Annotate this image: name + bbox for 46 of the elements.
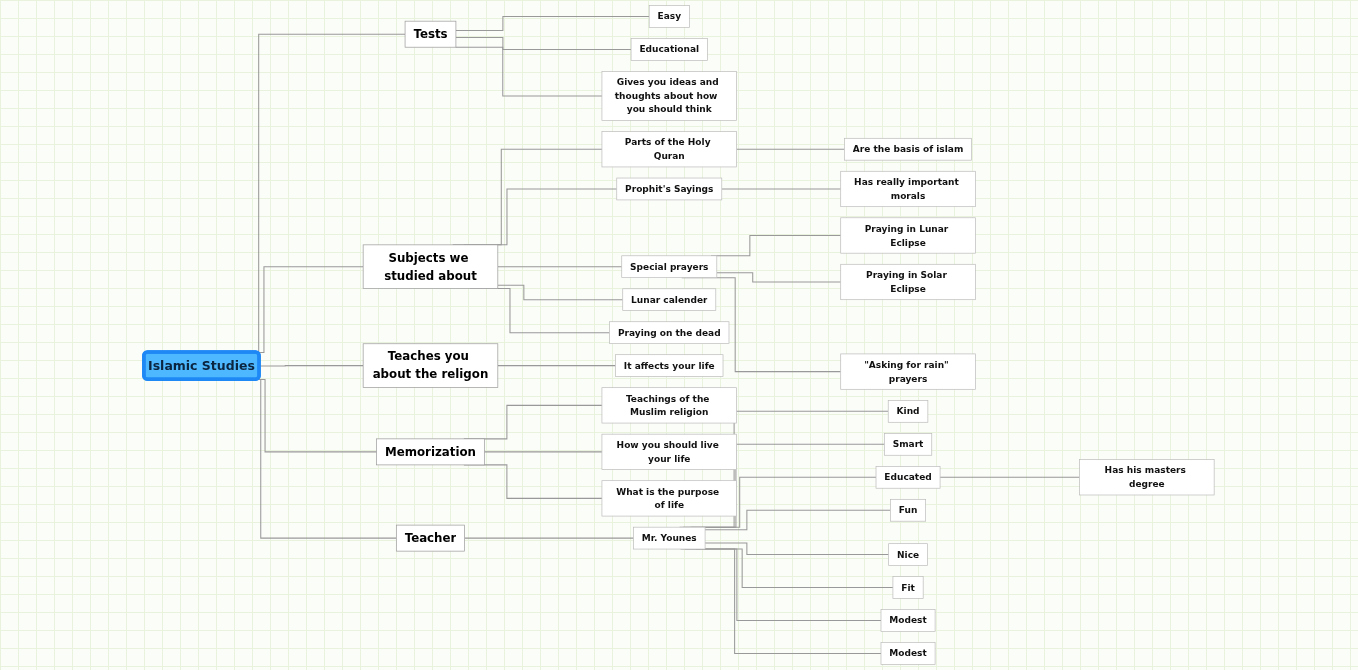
connector bbox=[939, 476, 1080, 478]
node-box: Praying on the dead bbox=[609, 321, 730, 344]
node-box: Gives you ideas and thoughts about how you should think bbox=[601, 71, 737, 121]
node-box: Prophit's Sayings bbox=[616, 177, 723, 201]
connector bbox=[716, 272, 842, 283]
node-box: Parts of the Holy Quran bbox=[601, 131, 737, 168]
node-box: Educated bbox=[875, 466, 941, 489]
node-box: Has his masters degree bbox=[1079, 459, 1215, 496]
node-box: Easy bbox=[648, 5, 690, 28]
node-box: Fit bbox=[892, 576, 924, 599]
node-box: Smart bbox=[884, 433, 933, 456]
connector bbox=[497, 284, 624, 301]
connector bbox=[721, 188, 842, 190]
node-box: Subjects we studied about bbox=[362, 244, 499, 289]
node-box: Tests bbox=[404, 20, 457, 48]
node-box: "Asking for rain" prayers bbox=[840, 353, 976, 390]
node-box: Fun bbox=[890, 499, 926, 522]
node-box: Lunar calender bbox=[622, 288, 717, 311]
node-box: It affects your life bbox=[615, 354, 724, 377]
node-box: Special prayers bbox=[621, 255, 718, 278]
connector bbox=[497, 365, 617, 367]
node-box: Mr. Younes bbox=[633, 526, 706, 550]
node-box: Has really important morals bbox=[840, 170, 976, 207]
connector bbox=[704, 542, 890, 556]
node-box: Educational bbox=[630, 38, 708, 61]
node-box: Memorization bbox=[376, 438, 485, 466]
node-box: What is the purpose of life bbox=[601, 480, 737, 517]
node-box: Praying in Lunar Eclipse bbox=[840, 217, 976, 254]
connector bbox=[455, 15, 650, 31]
node-box: Nice bbox=[888, 543, 928, 566]
connector bbox=[704, 509, 891, 531]
connector bbox=[455, 46, 603, 97]
node-box: Modest bbox=[880, 609, 936, 632]
node-box: Teacher bbox=[395, 524, 465, 552]
node-box: Praying in Solar Eclipse bbox=[840, 263, 976, 301]
connector bbox=[497, 266, 623, 268]
connector bbox=[483, 451, 603, 453]
node-box: Kind bbox=[887, 400, 929, 423]
connector bbox=[464, 537, 634, 539]
node-box: How you should live your life bbox=[601, 433, 737, 470]
node-box: Teachings of the Muslim religion bbox=[601, 387, 737, 424]
node-box: Teaches you about the religon bbox=[362, 343, 499, 388]
connector bbox=[736, 148, 845, 150]
connector bbox=[455, 36, 632, 50]
node-box: Are the basis of islam bbox=[844, 137, 972, 161]
node-box: Modest bbox=[880, 642, 936, 665]
